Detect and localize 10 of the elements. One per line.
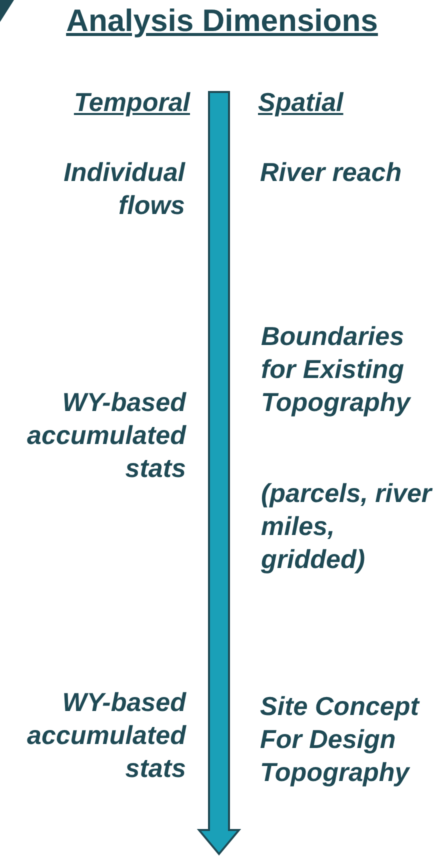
dimension-label: Boundaries for Existing Topography (261, 320, 412, 419)
dimension-label: WY-based accumulated stats (26, 386, 186, 485)
title: Analysis Dimensions (65, 2, 379, 40)
dimension-label: WY-based accumulated stats (26, 686, 186, 785)
dimension-label: River reach (260, 156, 403, 189)
dimension-label: Individual flows (62, 156, 185, 222)
column-heading: Spatial (258, 86, 345, 119)
dimension-label: Site Concept For Design Topography (260, 690, 421, 789)
dimension-label: (parcels, river miles, gridded) (261, 477, 434, 576)
column-heading: Temporal (72, 86, 190, 119)
